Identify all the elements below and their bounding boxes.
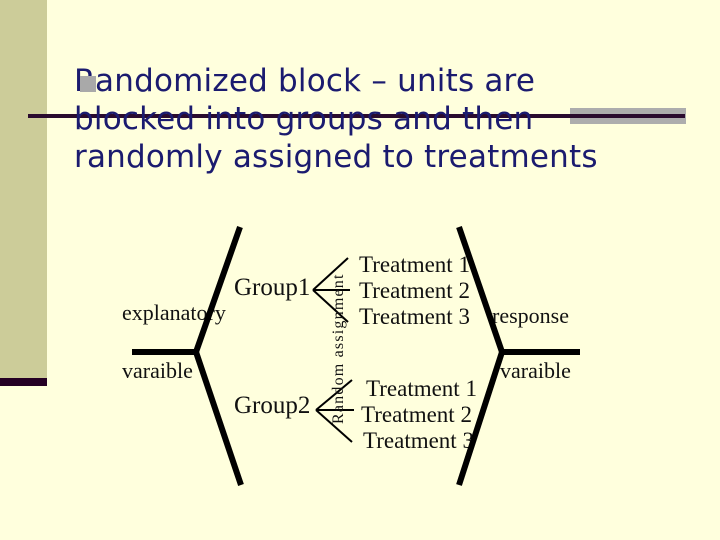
label-treatment-g2-2: Treatment 2 [361,402,472,427]
title-line-3: randomly assigned to treatments [74,139,598,175]
left-accent-band-foot [0,378,47,386]
label-right-variable: varaible [500,358,571,383]
label-left-variable: varaible [122,358,193,383]
page-title: Randomized block – units are blocked int… [74,62,694,176]
label-treatment-g1-1: Treatment 1 [359,252,470,277]
label-treatment-g1-2: Treatment 2 [359,278,470,303]
title-rule [28,114,685,118]
label-random-assignment-wrap: Random assignment [330,273,481,442]
label-treatment-g2-1: Treatment 1 [366,376,477,401]
label-group-1: Group1 [234,274,311,301]
label-random-assignment: Random assignment [330,273,347,424]
label-treatment-g2-3: Treatment 3 [363,428,474,453]
label-group-2: Group2 [234,392,311,419]
title-line-2: blocked into groups and then [74,101,534,137]
square-bullet-icon [80,76,96,92]
label-treatment-g1-3: Treatment 3 [359,304,470,329]
left-accent-band [0,0,47,378]
label-response: response [492,303,569,328]
title-line-1: Randomized block – units are [74,63,536,99]
